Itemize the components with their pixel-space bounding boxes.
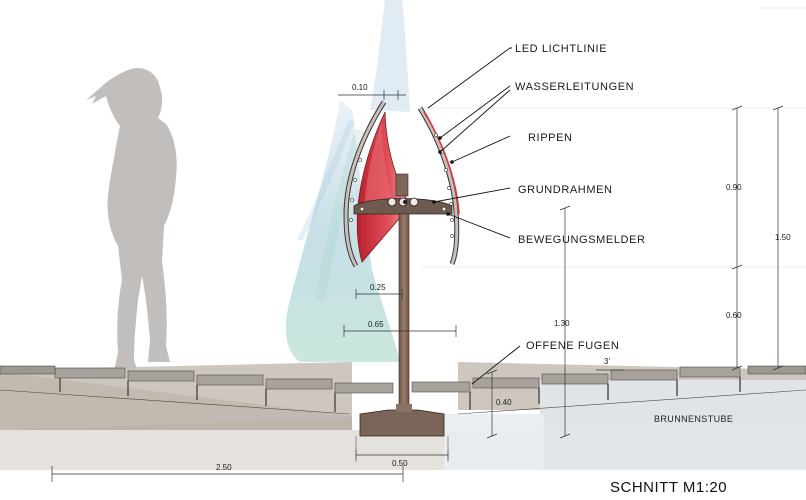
rib-nozzles xyxy=(349,133,454,238)
dim-outer-width: 0.65 xyxy=(368,320,384,329)
human-silhouette xyxy=(86,68,177,372)
reference-lines xyxy=(420,7,806,268)
dim-upper-height: 0.90 xyxy=(726,183,742,192)
callout-grundrahmen: GRUNDRAHMEN xyxy=(518,184,613,196)
dim-column-height: 1.30 xyxy=(554,319,570,328)
base-frame xyxy=(353,173,453,215)
deck-supports xyxy=(59,377,741,412)
callout-bewegungsmelder: BEWEGUNGSMELDER xyxy=(518,234,646,246)
dim-floor-span: 2.50 xyxy=(216,463,232,472)
room-label-brunnenstube: BRUNNENSTUBE xyxy=(654,414,733,424)
callout-led-lichtlinie: LED LICHTLINIE xyxy=(515,43,607,55)
water-spray xyxy=(285,0,410,362)
drawing-title: SCHNITT M1:20 xyxy=(610,479,727,496)
dim-basin-depth: 0.40 xyxy=(496,398,512,407)
brunnenstube-room xyxy=(540,380,806,470)
dim-inner-width: 0.25 xyxy=(370,283,386,292)
dim-top-gap: 0.10 xyxy=(352,83,368,92)
deck-panels xyxy=(0,365,806,394)
dim-base-width: 0.50 xyxy=(392,459,408,468)
callout-offene-fugen: OFFENE FUGEN xyxy=(526,340,619,352)
callout-leaders xyxy=(427,47,521,385)
dim-slope: 3' xyxy=(604,357,610,366)
callout-rippen: RIPPEN xyxy=(528,132,573,144)
steel-column xyxy=(398,213,410,411)
dimension-lines xyxy=(51,90,784,482)
dim-lower-height: 0.60 xyxy=(726,311,742,320)
callout-wasserleitungen: WASSERLEITUNGEN xyxy=(515,81,634,93)
foundation xyxy=(359,404,445,437)
dim-total-height: 1.50 xyxy=(775,233,791,242)
